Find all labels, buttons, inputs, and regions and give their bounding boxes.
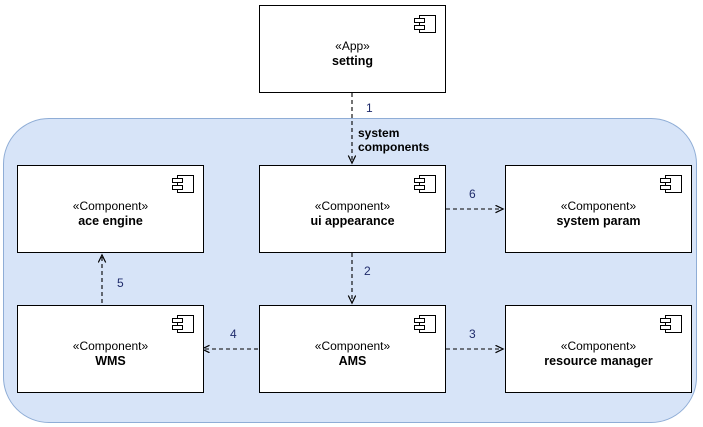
node-setting[interactable]: «App» setting <box>259 5 446 93</box>
node-ace-engine[interactable]: «Component» ace engine <box>17 165 204 253</box>
node-setting-stereotype: «App» <box>335 39 370 53</box>
node-ui-appearance[interactable]: «Component» ui appearance <box>259 165 446 253</box>
node-ams-stereotype: «Component» <box>314 339 391 353</box>
node-wms-stereotype: «Component» <box>72 339 149 353</box>
component-icon <box>172 175 194 193</box>
connector-1-label: 1 <box>366 101 373 115</box>
connector-5-label: 5 <box>117 276 124 290</box>
node-ace-engine-name: ace engine <box>78 214 143 228</box>
node-ui-appearance-name: ui appearance <box>310 214 395 228</box>
component-icon <box>172 315 194 333</box>
component-icon <box>414 315 436 333</box>
node-resource-manager[interactable]: «Component» resource manager <box>505 305 692 393</box>
component-icon <box>660 315 682 333</box>
connector-3-label: 3 <box>469 327 476 341</box>
node-ui-appearance-stereotype: «Component» <box>314 199 391 213</box>
connector-2-label: 2 <box>364 264 371 278</box>
node-system-param-name: system param <box>556 214 641 228</box>
node-setting-name: setting <box>332 54 373 68</box>
component-icon <box>414 175 436 193</box>
connector-4-label: 4 <box>230 327 237 341</box>
node-wms[interactable]: «Component» WMS <box>17 305 204 393</box>
component-icon <box>414 15 436 33</box>
node-wms-name: WMS <box>95 354 126 368</box>
node-ace-engine-stereotype: «Component» <box>72 199 149 213</box>
connector-6-label: 6 <box>469 187 476 201</box>
node-resource-manager-name: resource manager <box>544 354 653 368</box>
node-system-param-stereotype: «Component» <box>560 199 637 213</box>
node-ams[interactable]: «Component» AMS <box>259 305 446 393</box>
node-resource-manager-stereotype: «Component» <box>560 339 637 353</box>
node-system-param[interactable]: «Component» system param <box>505 165 692 253</box>
component-icon <box>660 175 682 193</box>
package-label: system components <box>358 126 430 154</box>
node-ams-name: AMS <box>338 354 367 368</box>
